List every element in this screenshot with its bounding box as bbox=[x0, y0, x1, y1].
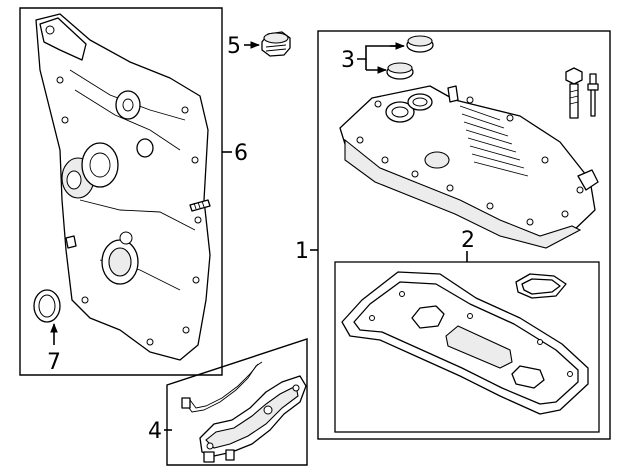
timing-cover-frame bbox=[19, 7, 223, 376]
timing-cover-panel: 7 6 bbox=[19, 7, 248, 376]
valve-cover-panel: 1 3 bbox=[295, 30, 611, 440]
callout-3: 3 bbox=[341, 48, 355, 73]
callout-1: 1 bbox=[295, 239, 309, 264]
harness-bracket-illustration bbox=[181, 361, 307, 463]
callout-3-leader bbox=[357, 45, 402, 60]
spark-plug-tube-gasket bbox=[515, 273, 567, 299]
callout-6: 6 bbox=[234, 141, 248, 166]
callout-2: 2 bbox=[461, 228, 475, 253]
crankshaft-seal bbox=[33, 289, 61, 323]
timing-cover-illustration bbox=[35, 13, 211, 361]
camshaft-seal-lower bbox=[386, 62, 414, 80]
oil-filler-cap: 5 bbox=[227, 31, 291, 59]
callout-7: 7 bbox=[47, 350, 61, 375]
bracket-frame bbox=[166, 338, 308, 466]
callout-5: 5 bbox=[227, 34, 241, 59]
valve-cover-gasket bbox=[341, 271, 589, 415]
cover-bolts bbox=[565, 67, 599, 119]
valve-cover-frame bbox=[317, 30, 611, 440]
bracket-panel: 4 bbox=[148, 338, 308, 466]
valve-cover-illustration bbox=[339, 85, 599, 249]
callout-4: 4 bbox=[148, 419, 162, 444]
camshaft-seal-upper bbox=[406, 35, 434, 53]
